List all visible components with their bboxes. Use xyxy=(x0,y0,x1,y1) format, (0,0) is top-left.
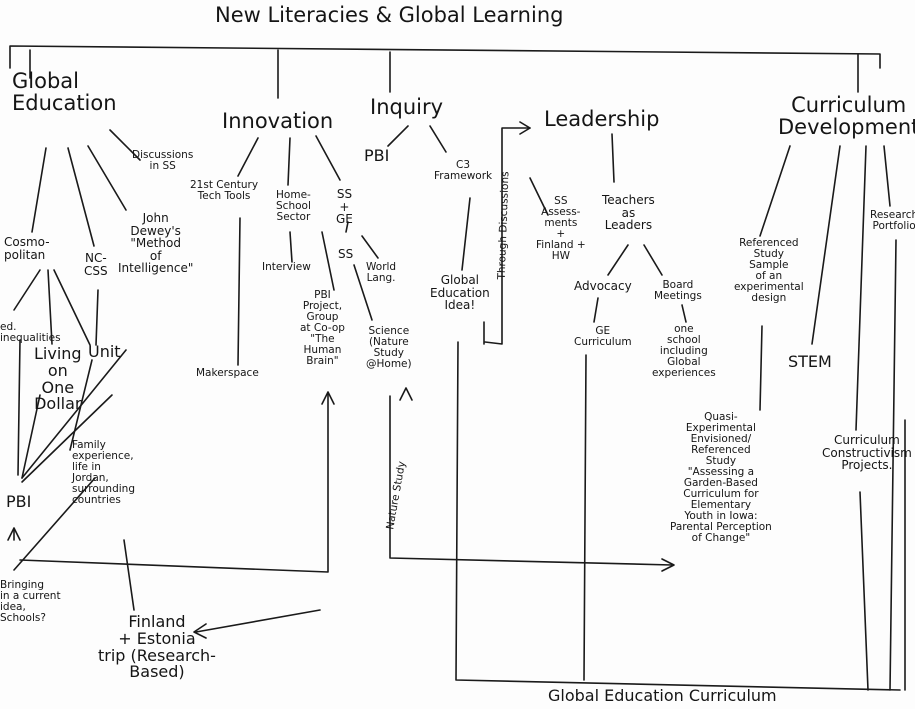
map-title: New Literacies & Global Learning xyxy=(215,3,564,27)
node-research-portfolio: Research Portfolio xyxy=(870,209,915,233)
node-pbi-left: PBI xyxy=(6,492,32,511)
node-global-education: Global Education xyxy=(12,69,117,116)
node-living-on-one-dollar: Living on One Dollar xyxy=(34,344,82,414)
node-tech-tools: 21st Century Tech Tools xyxy=(190,179,259,203)
node-quasi-experimental: Quasi- Experimental Envisioned/ Referenc… xyxy=(670,411,772,545)
title-bar-line xyxy=(9,45,881,69)
node-science: Science (Nature Study @Home) xyxy=(366,325,412,371)
node-finland-estonia-trip: Finland + Estonia trip (Research- Based) xyxy=(98,612,216,682)
node-bringing-idea: Bringing in a current idea, Schools? xyxy=(0,579,61,625)
node-ed-inequalities: ed. inequalities xyxy=(0,321,61,345)
node-stem: STEM xyxy=(788,352,832,371)
node-john-dewey: John Dewey's "Method of Intelligence" xyxy=(118,211,194,276)
node-global-education-idea: Global Education Idea! xyxy=(430,273,490,313)
node-global-education-curriculum: Global Education Curriculum xyxy=(548,686,777,705)
node-c3-framework: C3 Framework xyxy=(434,159,493,183)
node-constructivism-projects: Curriculum Constructivism Projects. xyxy=(822,433,912,473)
node-discussions-ss: Discussions in SS xyxy=(132,149,194,173)
node-inquiry: Inquiry xyxy=(370,95,444,119)
node-interview: Interview xyxy=(262,261,311,273)
node-innovation: Innovation xyxy=(222,109,334,133)
node-one-school: one school including Global experiences xyxy=(652,323,716,380)
node-leadership: Leadership xyxy=(544,107,660,131)
node-cosmopolitan: Cosmo- politan xyxy=(4,235,50,262)
node-unit: Unit xyxy=(88,342,121,361)
node-advocacy: Advocacy xyxy=(574,279,632,293)
node-ss: SS xyxy=(338,247,354,261)
node-family-experience: Family experience, life in Jordan, surro… xyxy=(72,439,135,507)
node-home-school-sector: Home- School Sector xyxy=(276,189,311,224)
node-world-lang: World Lang. xyxy=(366,261,397,285)
node-pbi-project: PBI Project, Group at Co-op "The Human B… xyxy=(300,289,345,368)
node-nc-css: NC- CSS xyxy=(84,251,108,278)
node-curriculum-development: Curriculum Development xyxy=(778,93,915,140)
node-referenced-study: Referenced Study Sample of an experiment… xyxy=(734,237,804,305)
node-board-meetings: Board Meetings xyxy=(654,279,702,303)
node-makerspace: Makerspace xyxy=(196,367,259,379)
node-pbi-inquiry: PBI xyxy=(364,146,390,165)
node-teachers-as-leaders: Teachers as Leaders xyxy=(602,193,655,233)
node-ge-curriculum: GE Curriculum xyxy=(574,325,632,349)
node-ss-ge: SS + GE xyxy=(336,187,353,227)
node-ss-assessments: SS Assess- ments + Finland + HW xyxy=(536,195,586,263)
